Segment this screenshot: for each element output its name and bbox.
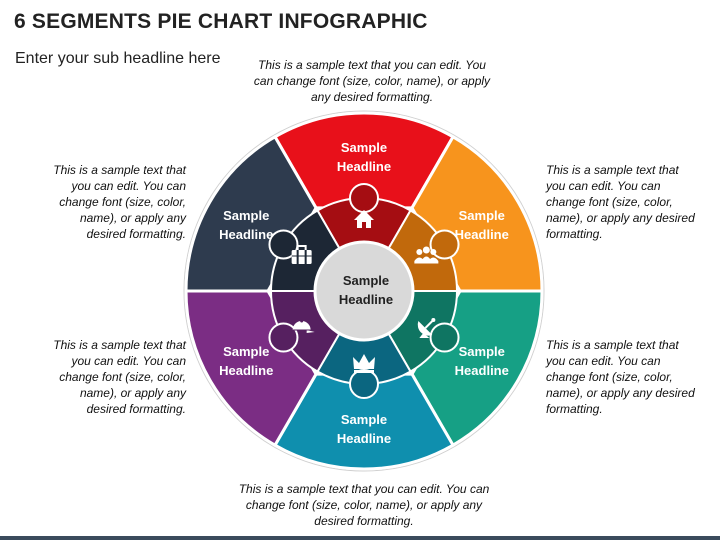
segment-3-label-line1: Sample [459,344,505,359]
group-icon [414,246,439,264]
segment-1-label-line2: Headline [337,159,391,174]
segment-2-label-line1: Sample [459,208,505,223]
satellite-dish-icon [417,318,436,338]
note-bottom: This is a sample text that you can edit.… [238,482,490,528]
note-left-top: This is a sample text that you can edit.… [53,163,186,241]
inner-bump-3 [429,322,460,353]
segment-6-label-line2: Headline [219,227,273,242]
center-circle [313,240,415,342]
segment-2-label-line2: Headline [455,227,509,242]
segment-1 [272,111,456,210]
inner-bump-4 [349,369,379,399]
note-left-bottom: This is a sample text that you can edit.… [53,338,186,416]
segment-6-label-line1: Sample [223,208,269,223]
center-label-line2: Headline [339,292,393,307]
segment-4-label-line1: Sample [341,412,387,427]
segment-1-label-line1: Sample [341,140,387,155]
cap-icon [292,319,315,333]
note-right-top: This is a sample text that you can edit.… [546,163,695,241]
crown-icon [353,354,375,373]
segment-icons [291,210,439,373]
briefcase-icon [291,245,312,264]
segment-5-label-line2: Headline [219,363,273,378]
inner-bump-1 [349,183,379,213]
segment-4-label-line2: Headline [337,431,391,446]
page-subtitle: Enter your sub headline here [15,50,221,67]
home-icon [354,210,374,228]
segment-4 [272,372,456,471]
inner-bump-6 [268,229,299,260]
inner-bump-2 [429,229,460,260]
inner-bump-5 [268,322,299,353]
segment-5-label-line1: Sample [223,344,269,359]
bottom-bar [0,536,720,540]
segment-3-label-line2: Headline [455,363,509,378]
note-top: This is a sample text that you can edit.… [253,58,491,104]
center-label-line1: Sample [343,273,389,288]
page-title: 6 SEGMENTS PIE CHART INFOGRAPHIC [14,10,428,33]
note-right-bottom: This is a sample text that you can edit.… [546,338,695,416]
